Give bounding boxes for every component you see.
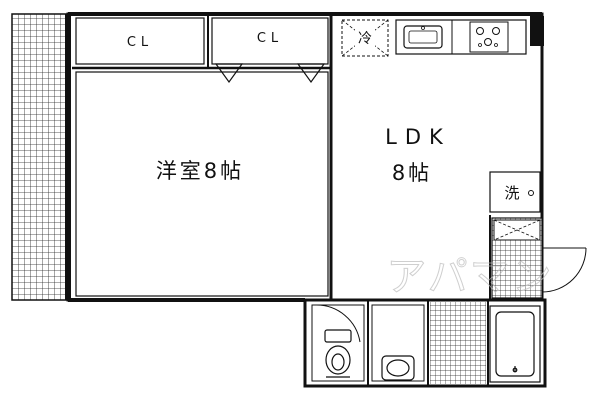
kitchen-counter [395,19,527,55]
watermark-text: アパマン [386,254,553,300]
sink-basin [403,25,443,49]
toilet [311,304,365,382]
pipe-shaft [530,16,544,46]
washing-machine-space: 洗 [489,171,541,213]
washer-label: 洗 [504,184,519,202]
bedroom-label: 洋室8帖 [156,159,244,183]
stove [469,21,509,53]
bath-floor-tiles [430,302,486,384]
closet-left-label: CL [127,35,153,50]
closet-right-label: CL [257,31,283,46]
entrance [491,217,543,299]
closet-door-marks [214,63,326,84]
balcony-grid [11,13,69,301]
closet-right: CL [211,17,329,65]
fridge-label: 冷 [358,31,372,47]
ldk-size: 8帖 [392,161,432,185]
bathroom-block [303,298,547,388]
closet-left: CL [75,17,205,65]
wash-basin [371,304,425,382]
entrance-door [541,247,587,293]
bathtub [489,305,541,383]
fridge: 冷 [341,19,389,57]
ldk-title: LDK [385,125,451,149]
